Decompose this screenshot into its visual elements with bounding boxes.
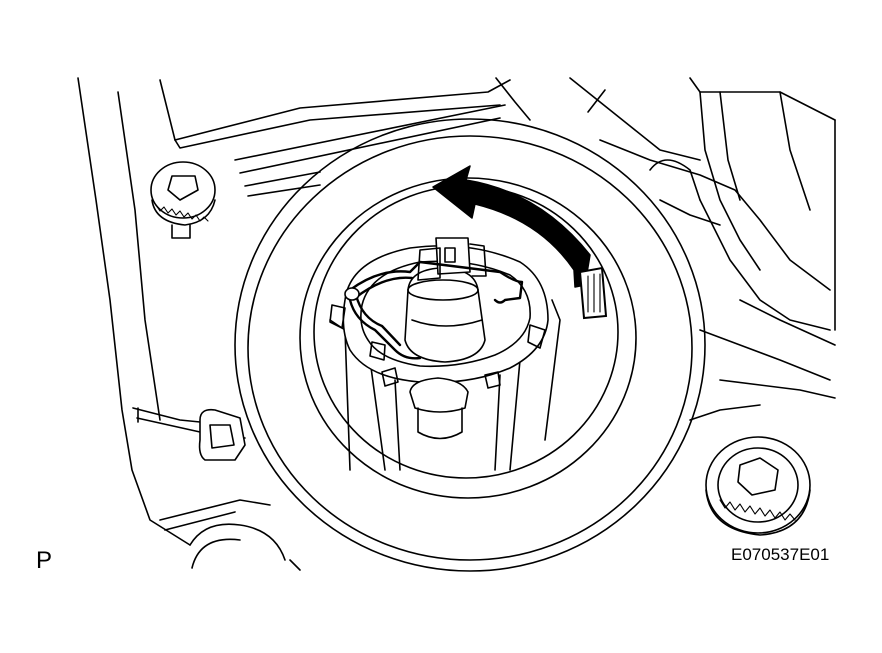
lower-left-bracket <box>198 408 246 461</box>
reflector-rings <box>234 118 706 572</box>
upper-left-adjuster-screw <box>150 161 216 239</box>
bulb-socket-assembly <box>329 237 561 471</box>
headlamp-housing <box>77 77 836 571</box>
view-label: P <box>36 547 53 574</box>
lower-right-adjuster-screw <box>705 436 811 536</box>
counter-clockwise-rotation-arrow <box>432 165 608 320</box>
figure-code: E070537E01 <box>731 545 830 564</box>
